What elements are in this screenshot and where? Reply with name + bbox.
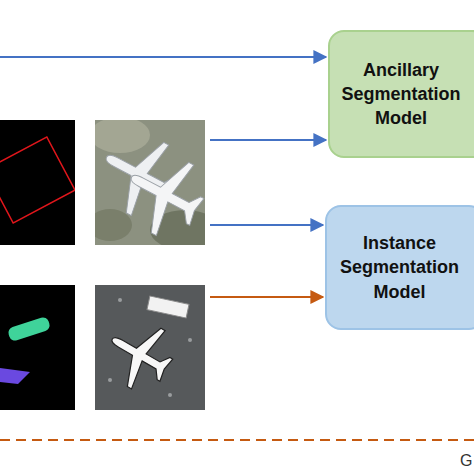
input-arrow <box>210 296 323 298</box>
aerial-photo <box>95 285 205 410</box>
input-arrow <box>210 139 326 141</box>
input-arrow <box>210 224 323 226</box>
mask-tile <box>0 285 75 410</box>
cut-caption: G <box>459 452 473 470</box>
model-box: Instance Segmentation Model <box>325 205 474 330</box>
model-name: Ancillary Segmentation Model <box>340 58 462 131</box>
mask-tile <box>0 120 75 245</box>
aerial-photo <box>95 120 205 245</box>
model-name: Instance Segmentation Model <box>337 231 462 304</box>
group-divider <box>0 439 474 441</box>
model-box: Ancillary Segmentation Model <box>328 30 474 158</box>
input-arrow <box>0 56 326 58</box>
